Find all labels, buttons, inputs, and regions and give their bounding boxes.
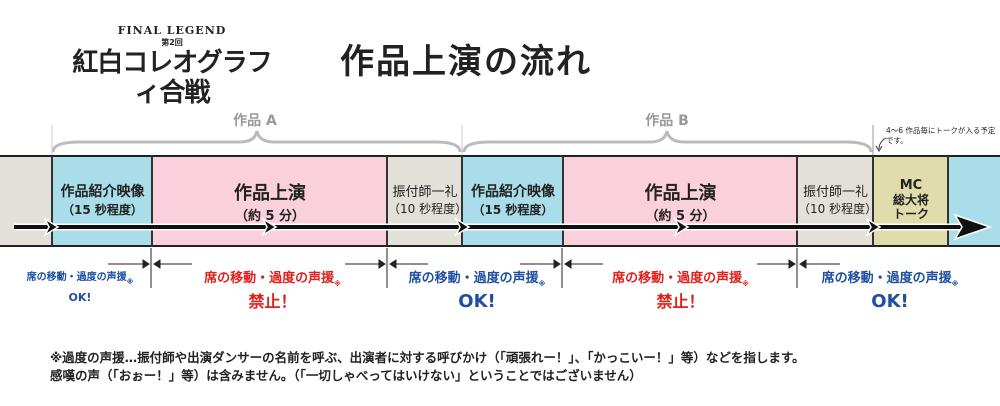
brace-a: [51, 130, 462, 153]
rule-ok-1: 席の移動・過度の声援※OK!: [26, 272, 134, 304]
segment-performance-a: 作品上演（約 5 分）: [151, 155, 387, 247]
rule-prohibited-a: 席の移動・過度の声援※禁止！: [204, 271, 341, 311]
footnote-1: ※過度の声援…振付師や出演ダンサーの名前を呼ぶ、出演者に対する呼びかけ（「頑張れ…: [50, 350, 805, 365]
rule-ok-3: 席の移動・過度の声援※OK!: [821, 271, 959, 312]
mc-note: 4〜6 作品毎にトークが入る予定です。: [886, 126, 996, 145]
rule-ok-2: 席の移動・過度の声援※OK!: [408, 271, 546, 312]
group-label-b: 作品 B: [645, 113, 689, 129]
footnote-2: 感嘆の声（「おぉー！」等）は含みません。（「一切しゃべってはいけない」ということ…: [50, 368, 642, 383]
segment-lead: [0, 155, 52, 247]
page-title: 作品上演の流れ: [340, 42, 592, 82]
logo-top: FINAL LEGEND: [117, 24, 227, 37]
group-braces: [51, 125, 887, 155]
logo-main: 紅白コレオグラフィ合戦: [72, 48, 272, 108]
brace-b: [462, 130, 873, 153]
logo-sub: 第2回: [161, 38, 183, 47]
segment-intro-video-b: 作品紹介映像（15 秒程度）: [461, 155, 563, 247]
event-logo: FINAL LEGEND 第2回 紅白コレオグラフィ合戦: [62, 24, 282, 108]
rule-prohibited-b: 席の移動・過度の声援※禁止！: [612, 271, 749, 311]
group-label-a: 作品 A: [233, 113, 277, 129]
segment-bow-b: 振付師一礼（10 秒程度）: [796, 155, 877, 247]
timeline-arrow: [14, 213, 993, 241]
segment-bow-a: 振付師一礼（10 秒程度）: [386, 155, 467, 247]
boundary-arrows: [108, 248, 840, 288]
segment-intro-video-a: 作品紹介映像（15 秒程度）: [51, 155, 152, 247]
